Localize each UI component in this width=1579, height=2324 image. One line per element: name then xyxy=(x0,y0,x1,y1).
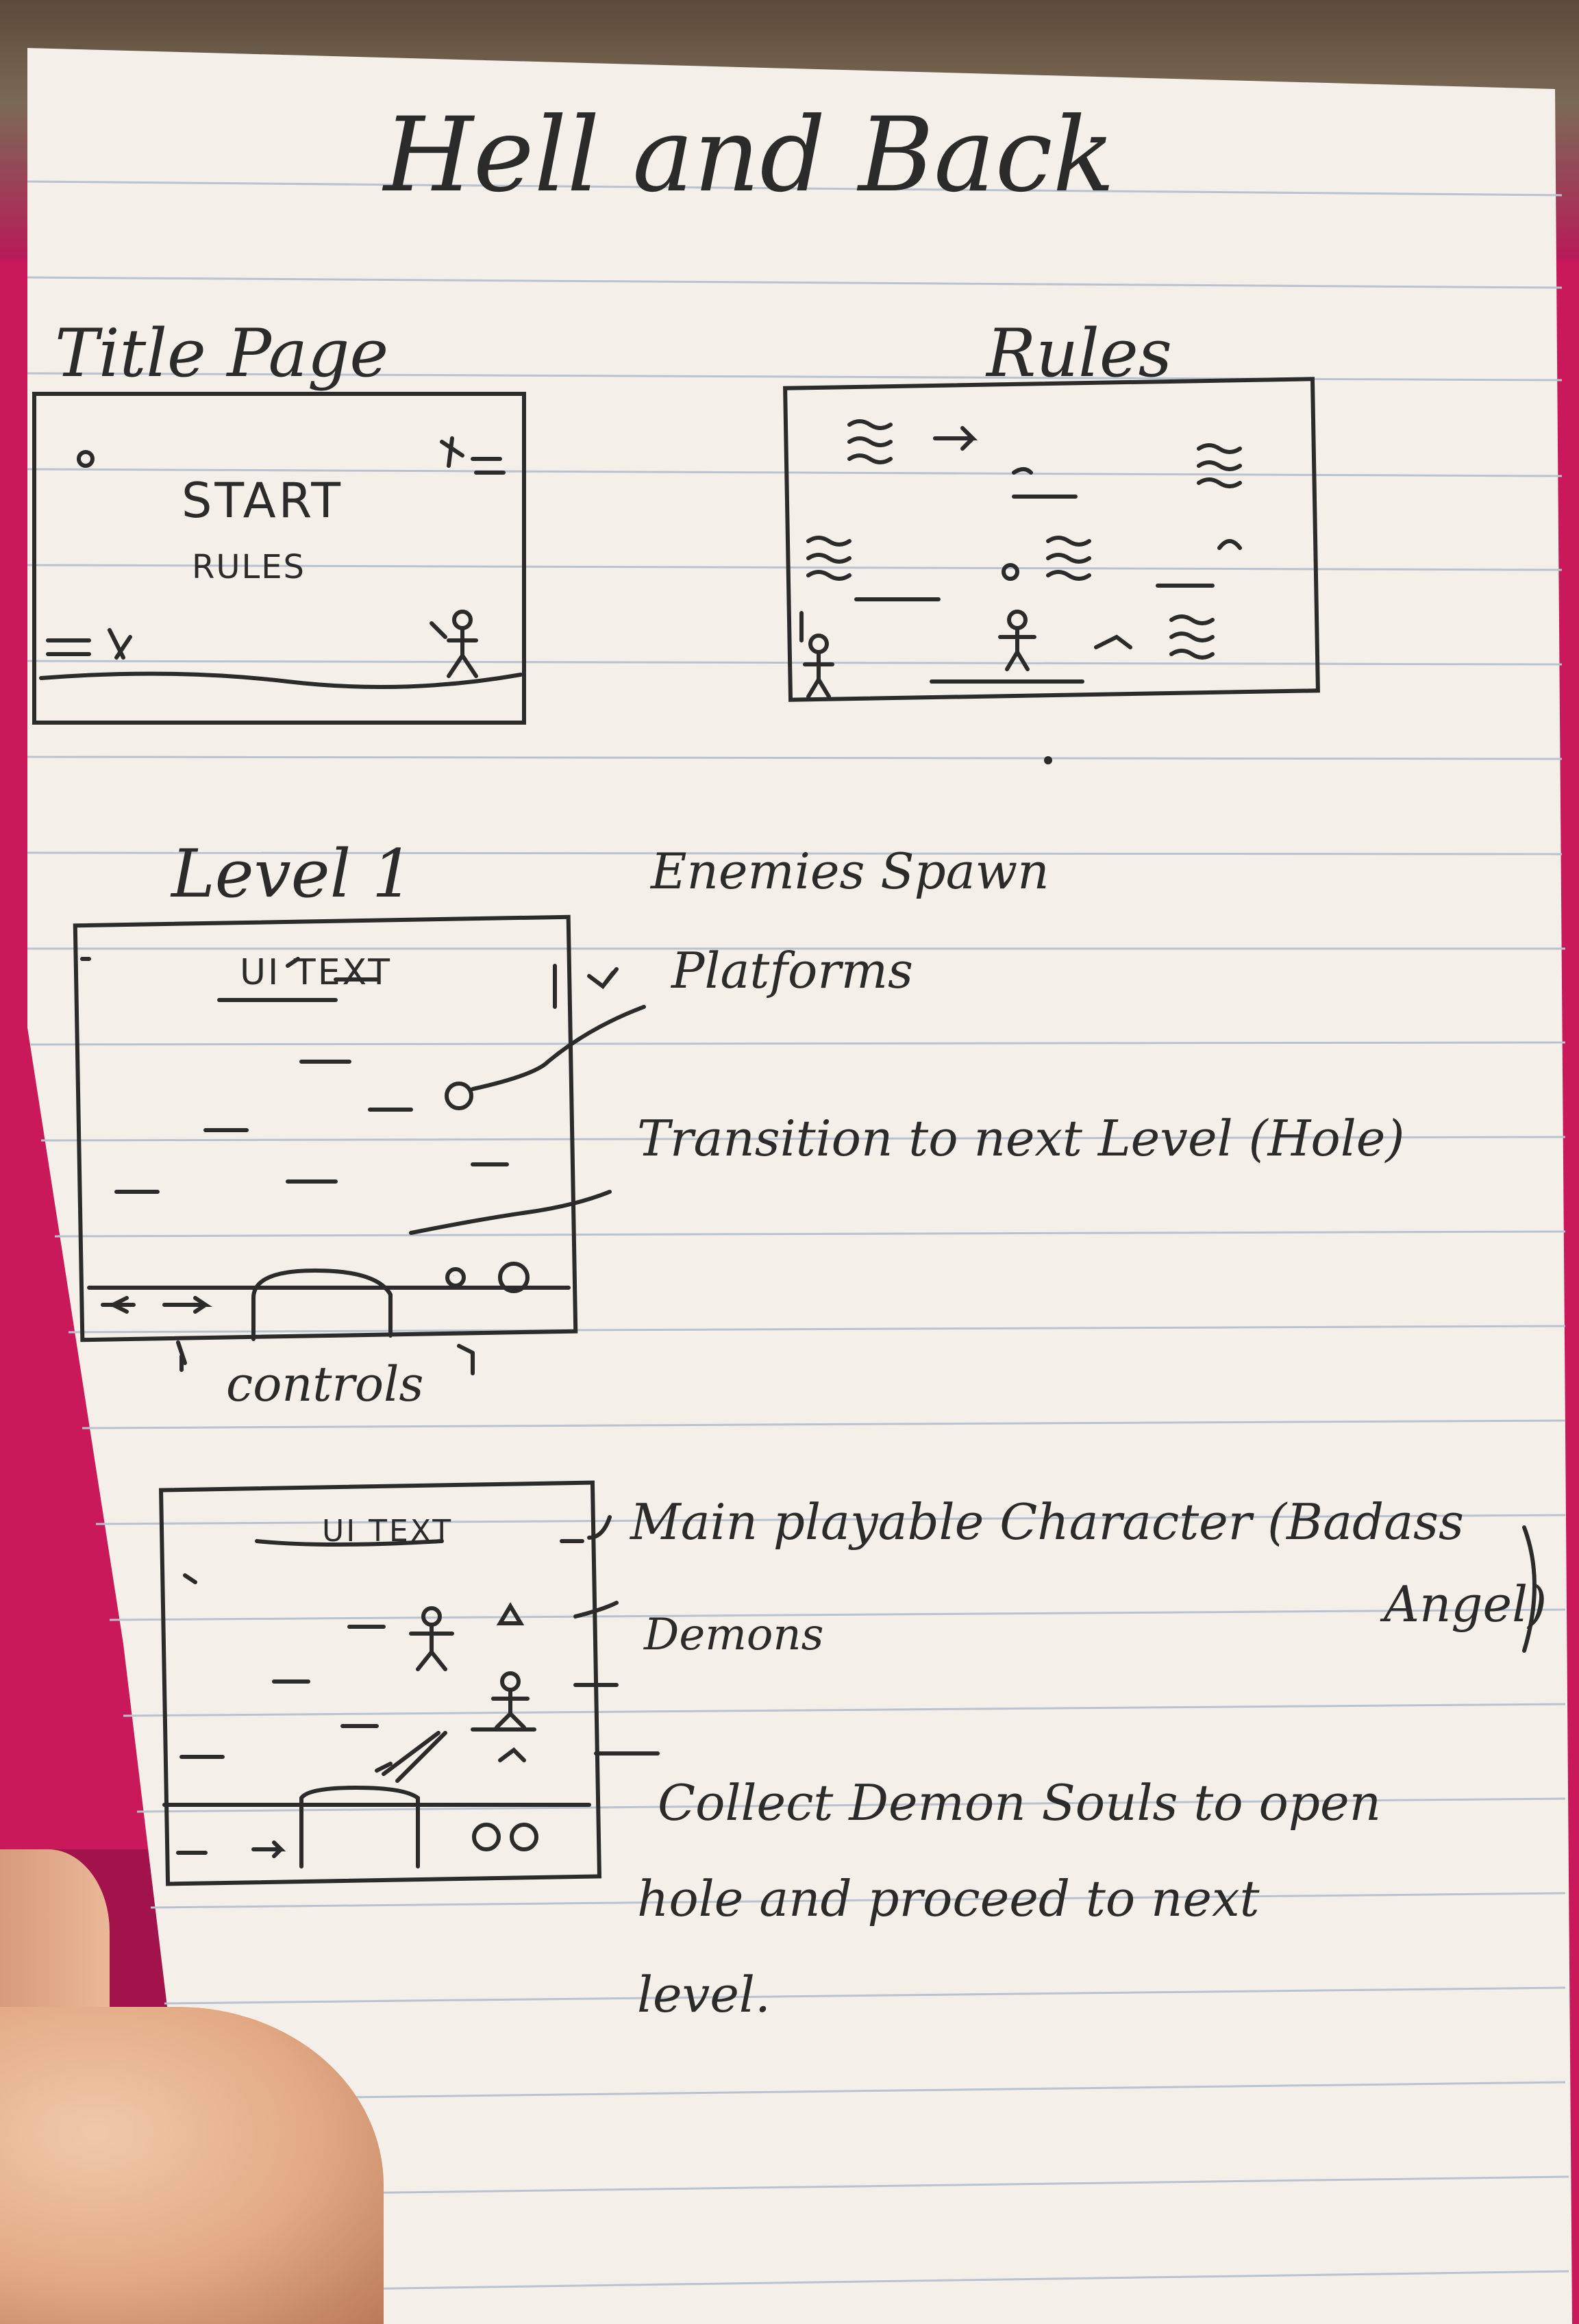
level1-ui-text: UI TEXT xyxy=(240,952,393,993)
note-transition: Transition to next Level (Hole) xyxy=(637,1110,1405,1167)
note-main-character: Main playable Character (Badass xyxy=(630,1493,1464,1551)
note-collect-line3: level. xyxy=(637,1966,771,2023)
title-page-label: Title Page xyxy=(55,315,389,392)
thumb xyxy=(0,2007,384,2324)
note-demons: Demons xyxy=(644,1610,824,1660)
rules-button[interactable]: RULES xyxy=(192,548,306,586)
note-enemies-spawn: Enemies Spawn xyxy=(651,842,1049,900)
note-collect-line1: Collect Demon Souls to open xyxy=(658,1774,1381,1832)
rules-label: Rules xyxy=(986,315,1172,392)
level1-box xyxy=(73,914,578,1342)
level-screen2-ui-text: UI TEXT xyxy=(322,1514,453,1549)
note-angel: Angel) xyxy=(1384,1575,1547,1633)
note-platforms: Platforms xyxy=(671,942,913,999)
page-title: Hell and Back xyxy=(384,96,1115,215)
note-controls: controls xyxy=(226,1356,424,1412)
start-button[interactable]: START xyxy=(182,473,343,529)
level-screen2-box xyxy=(158,1480,602,1886)
title-page-box xyxy=(32,392,526,725)
ruled-lines xyxy=(27,180,1569,2292)
rules-box xyxy=(783,377,1320,702)
level1-label: Level 1 xyxy=(171,836,414,912)
note-collect-line2: hole and proceed to next xyxy=(637,1870,1260,1927)
